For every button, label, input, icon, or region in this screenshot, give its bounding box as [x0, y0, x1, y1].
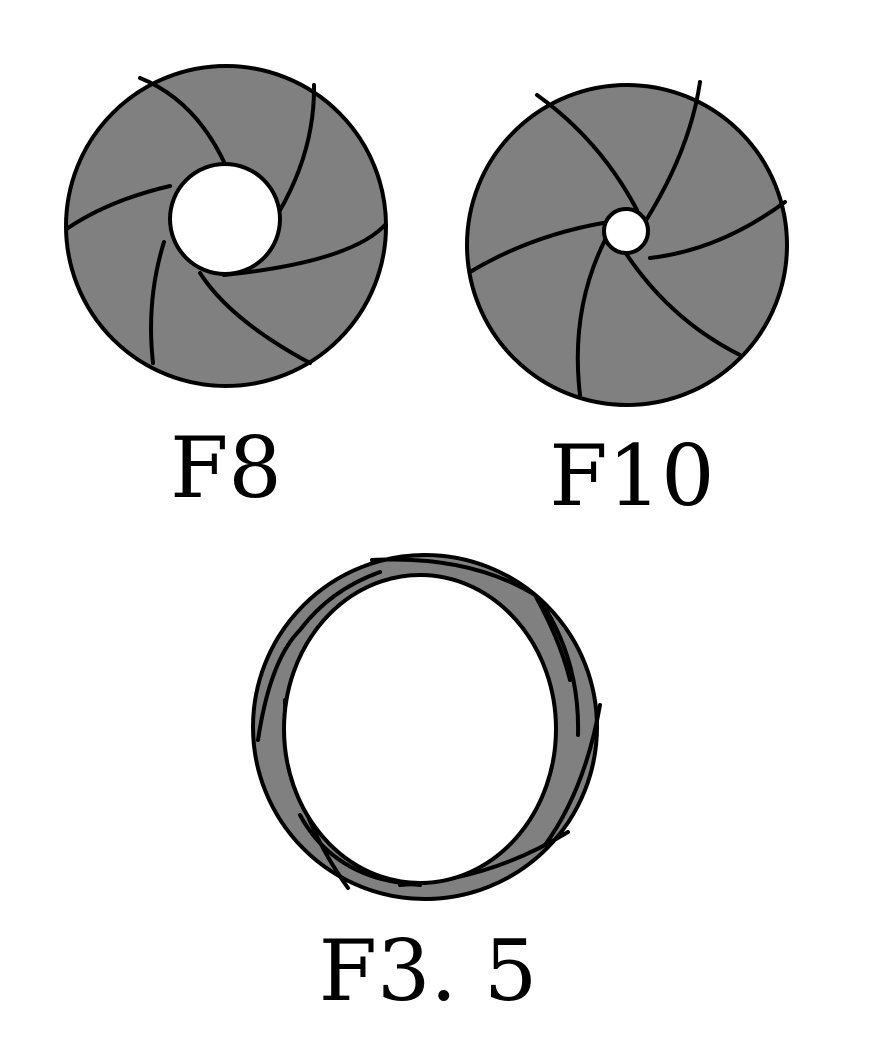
- aperture-f10-opening: [602, 207, 650, 255]
- aperture-label-f10: F10: [549, 427, 714, 525]
- aperture-f3-5: [251, 553, 602, 901]
- aperture-label-f3-5: F3. 5: [319, 922, 538, 1020]
- aperture-f10: [465, 80, 789, 407]
- aperture-f10-blade-lines: [468, 80, 787, 397]
- aperture-f8-blade-lines: [66, 76, 387, 365]
- aperture-f8: [64, 64, 388, 388]
- aperture-f3-5-opening: [282, 573, 558, 885]
- aperture-label-f8: F8: [170, 419, 282, 517]
- aperture-f8-opening: [168, 162, 282, 276]
